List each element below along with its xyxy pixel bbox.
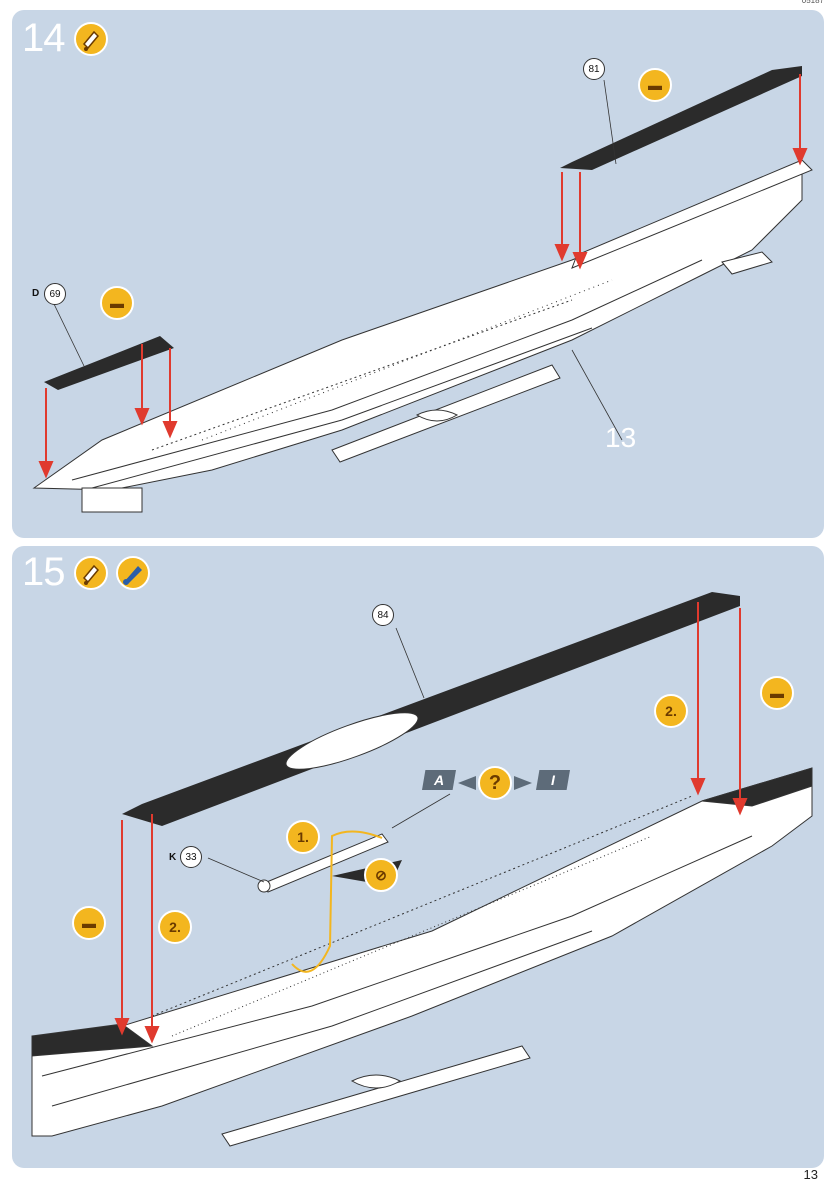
callout-prefix: D: [32, 288, 40, 299]
deck-part-81: [560, 66, 802, 170]
part-callout-84: 84: [372, 604, 394, 626]
part-callout-33: 33: [180, 846, 202, 868]
no-glue-icon: ⊘: [364, 858, 398, 892]
clamp-icon: ▬: [760, 676, 794, 710]
step-number: 14: [22, 16, 65, 60]
part-callout-81: 81: [583, 58, 605, 80]
step-14-panel: 14: [12, 10, 824, 538]
assembly-arrows: [38, 74, 808, 479]
paintbrush-icon: [116, 556, 150, 590]
clamp-icon: ▬: [72, 906, 106, 940]
submarine-hull: [32, 159, 813, 513]
page-code: 05187: [801, 0, 824, 5]
arrow-right-icon: [514, 776, 532, 790]
step-order-badge: 2.: [654, 694, 688, 728]
step-order-badge: 2.: [158, 910, 192, 944]
display-stand: [221, 1045, 531, 1147]
variant-tag-a: A: [422, 770, 456, 790]
hull-drawing-15: [31, 592, 813, 1147]
glue-tube-icon: [74, 556, 108, 590]
part-callout-69: 69: [44, 283, 66, 305]
glue-tube-icon: [74, 22, 108, 56]
hull-part-label: 13: [605, 422, 637, 453]
step-number: 15: [22, 550, 65, 594]
step-15-panel: 15: [12, 546, 824, 1168]
callout-prefix: K: [169, 852, 177, 863]
deck-part-84: [122, 592, 740, 826]
page-number: 13: [803, 1167, 818, 1182]
assembly-arrows: [114, 602, 748, 1044]
step-order-badge: 1.: [286, 820, 320, 854]
clamp-icon: ▬: [100, 286, 134, 320]
hull-drawing-14: [32, 66, 813, 513]
display-stand: [331, 364, 561, 463]
question-badge: ?: [478, 766, 512, 800]
part-33-shaft: [257, 833, 389, 893]
arrow-left-icon: [458, 776, 476, 790]
deck-part-69: [44, 336, 174, 390]
variant-tag-i: I: [536, 770, 570, 790]
clamp-icon: ▬: [638, 68, 672, 102]
